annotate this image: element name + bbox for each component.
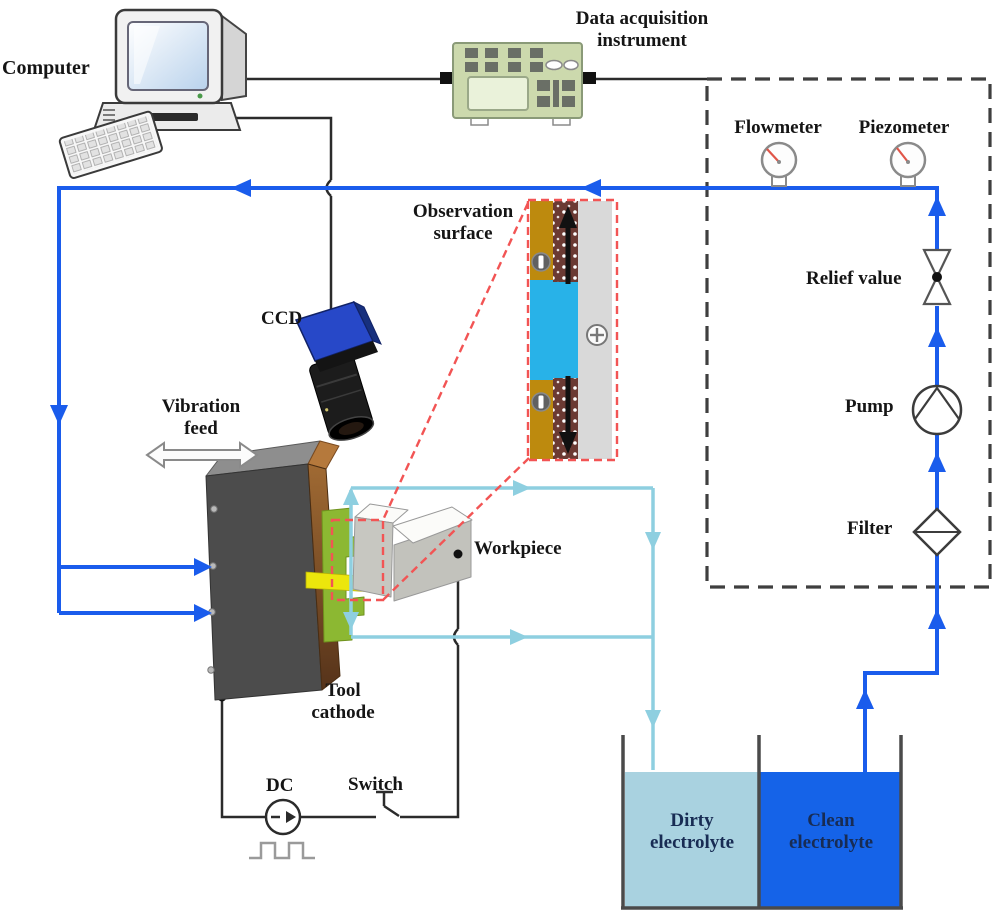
clean-electrolyte-liquid	[760, 772, 900, 907]
switch-label: Switch	[348, 774, 403, 795]
observation-inset	[530, 201, 612, 459]
data-acquisition-label: Data acquisition instrument	[575, 8, 709, 52]
relief-valve-label: Relief value	[806, 268, 902, 289]
clean-electrolyte-label: Clean electrolyte	[788, 810, 874, 854]
relief-valve-icon	[922, 248, 952, 306]
vibration-double-arrow-icon	[145, 441, 259, 469]
signal-and-circuit-wires	[220, 77, 707, 819]
filter-label: Filter	[847, 518, 893, 539]
bubble-up-arrow	[559, 206, 577, 228]
ccd-camera	[294, 300, 382, 441]
workpiece-terminal-dot2	[453, 549, 463, 559]
electrolyte-outflow-pipes	[349, 486, 655, 770]
pulse-waveform-icon	[249, 841, 315, 860]
filter-icon	[912, 507, 962, 557]
ccd-label: CCD	[261, 308, 303, 329]
blue-flow-arrows	[50, 179, 946, 709]
dirty-electrolyte-label: Dirty electrolyte	[649, 810, 735, 854]
cathode-minus-icon	[531, 392, 551, 412]
flowmeter-gauge-icon	[760, 141, 798, 187]
anode-plus-icon	[586, 324, 608, 346]
bubble-down-arrow	[559, 432, 577, 454]
dc-label: DC	[266, 775, 294, 796]
piezometer-gauge-icon	[889, 141, 927, 187]
keyboard-icon	[58, 110, 163, 179]
cyan-flow-arrows	[343, 480, 661, 728]
zoom-callout-red-dashes	[330, 198, 619, 602]
piezometer-label: Piezometer	[858, 117, 950, 138]
electrolyte-tank	[621, 735, 903, 910]
workpiece-label: Workpiece	[474, 538, 562, 559]
switch-symbol	[376, 790, 400, 818]
pump-label: Pump	[845, 396, 894, 417]
computer-icon	[58, 8, 247, 179]
dc-source-symbol	[264, 798, 302, 836]
pump-icon	[911, 384, 963, 436]
data-acquisition-instrument-icon	[440, 42, 596, 126]
cathode-minus-icon	[531, 252, 551, 272]
computer-label: Computer	[2, 57, 90, 79]
tool-cathode-block	[205, 440, 375, 701]
dirty-electrolyte-liquid	[625, 772, 758, 907]
vibration-feed-label: Vibration feed	[161, 396, 241, 440]
tool-cathode-label: Tool cathode	[311, 680, 375, 724]
observation-surface-label: Observation surface	[412, 201, 514, 245]
flowmeter-label: Flowmeter	[734, 117, 822, 138]
hydraulic-unit-dashed-box	[705, 77, 992, 589]
